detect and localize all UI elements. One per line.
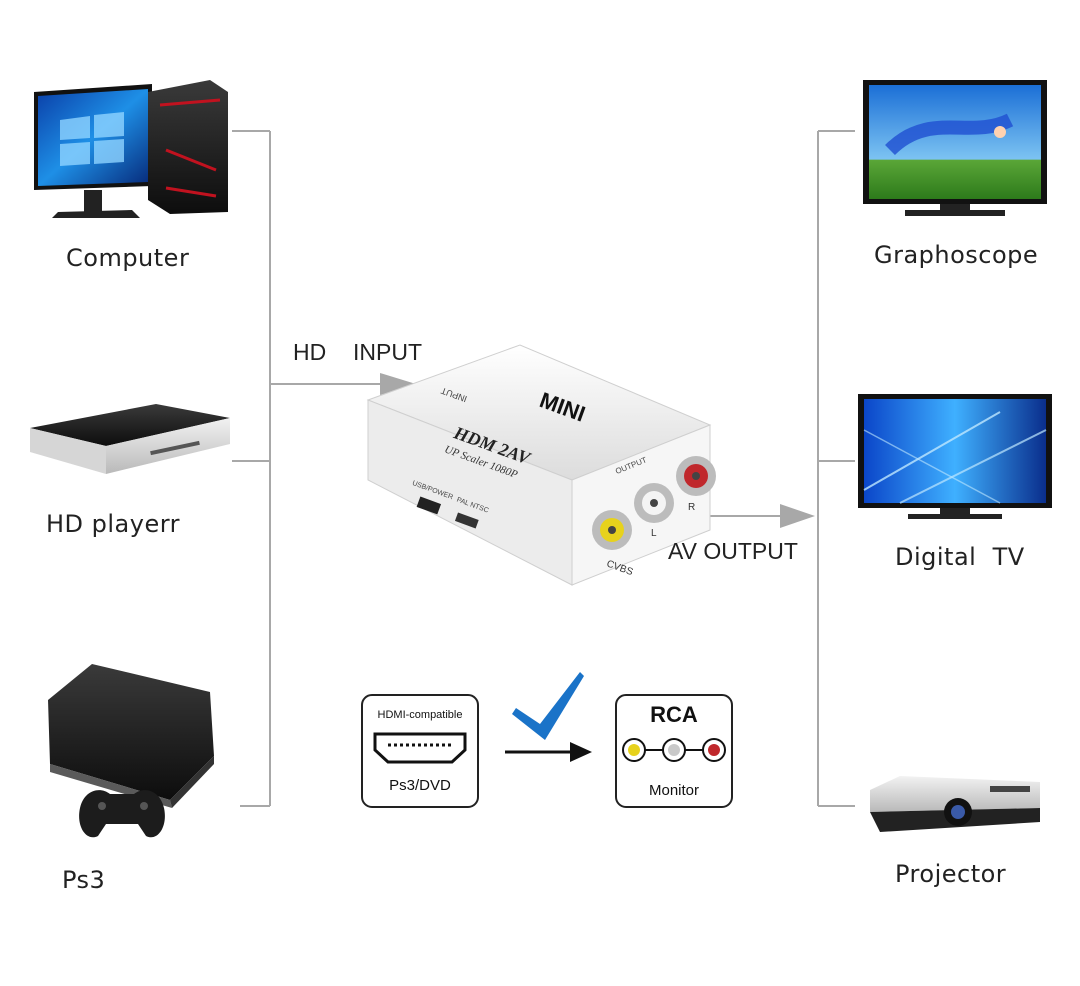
source-label-hd-player: HD playerr (46, 510, 180, 538)
conversion-arrow-head (570, 742, 592, 762)
output-label-av: AV OUTPUT (668, 538, 798, 565)
device-r-label: R (688, 502, 695, 513)
rca-jack-white (634, 483, 674, 523)
rca-connectors-icon (623, 739, 725, 761)
device-l-label: L (651, 528, 657, 539)
rca-jack-red (676, 456, 716, 496)
input-label-input: INPUT (353, 339, 422, 366)
converter-device: MINI HDM 2AV UP Scaler 1080P INPUT OUTPU… (368, 345, 716, 585)
output-label-projector: Projector (895, 860, 1006, 888)
output-label-digital-tv: Digital TV (895, 543, 1025, 571)
digital-tv-icon (858, 394, 1052, 519)
output-label-graphoscope: Graphoscope (874, 241, 1038, 269)
source-label-computer: Computer (66, 244, 189, 272)
source-label-ps3: Ps3 (62, 866, 105, 894)
input-label-hd: HD (293, 339, 326, 366)
hdmi-badge-caption: Ps3/DVD (389, 777, 451, 794)
rca-badge-caption: Monitor (649, 782, 699, 799)
game-console-icon (48, 664, 214, 808)
hdmi-badge-title: HDMI-compatible (378, 709, 463, 721)
check-icon (512, 672, 584, 740)
projector-icon (870, 776, 1040, 832)
widescreen-tv-icon (863, 80, 1047, 216)
output-arrow-head (780, 504, 815, 528)
rca-badge-title: RCA (650, 702, 698, 727)
controller-icon (79, 790, 165, 837)
desktop-computer-icon (34, 80, 228, 218)
rca-jack-yellow (592, 510, 632, 550)
hd-player-icon (30, 404, 230, 474)
